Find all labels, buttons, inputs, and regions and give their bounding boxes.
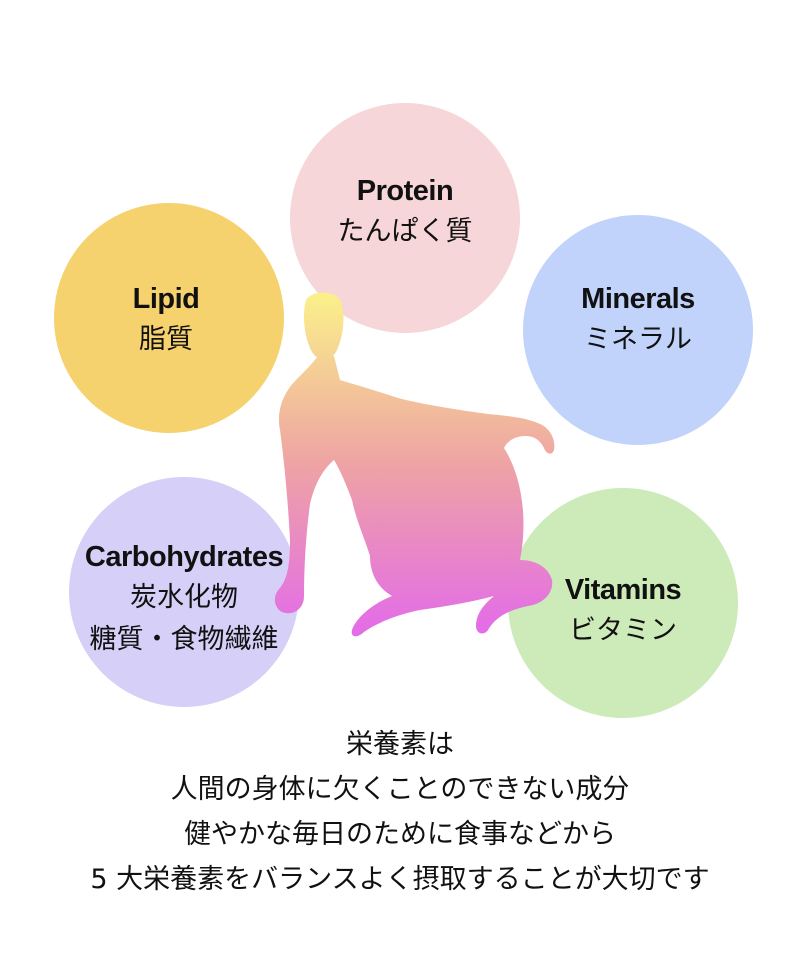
vitamins-label-en: Vitamins [564,574,682,606]
carbohydrates-labels: Carbohydrates 炭水化物 糖質・食物繊維 [54,537,314,661]
vitamins-label-ja: ビタミン [569,615,677,646]
caption: 栄養素は 人間の身体に欠くことのできない成分 健やかな毎日のために食事などから … [0,722,800,902]
caption-line-2: 人間の身体に欠くことのできない成分 [170,774,630,805]
minerals-label-ja: ミネラル [583,324,692,355]
caption-line-3: 健やかな毎日のために食事などから [184,819,616,850]
minerals-label-en: Minerals [581,283,695,315]
lipid-label-en: Lipid [132,283,200,315]
carbohydrates-label-ja2: 糖質・食物繊維 [89,624,279,655]
lipid-label-ja: 脂質 [138,324,193,355]
protein-label-en: Protein [356,175,454,207]
minerals-circle: Minerals ミネラル [523,215,753,445]
vitamins-labels: Vitamins ビタミン [493,570,753,652]
lipid-circle: Lipid 脂質 [54,203,284,433]
carbohydrates-label-en: Carbohydrates [84,541,284,573]
protein-label-ja: たんぱく質 [337,216,473,247]
protein-circle: Protein たんぱく質 [290,103,520,333]
carbohydrates-label-ja: 炭水化物 [130,582,238,613]
caption-line-1: 栄養素は [346,729,454,760]
caption-line-4: 5 大栄養素をバランスよく摂取することが大切です [90,864,710,895]
carbohydrates-circle [69,477,299,707]
